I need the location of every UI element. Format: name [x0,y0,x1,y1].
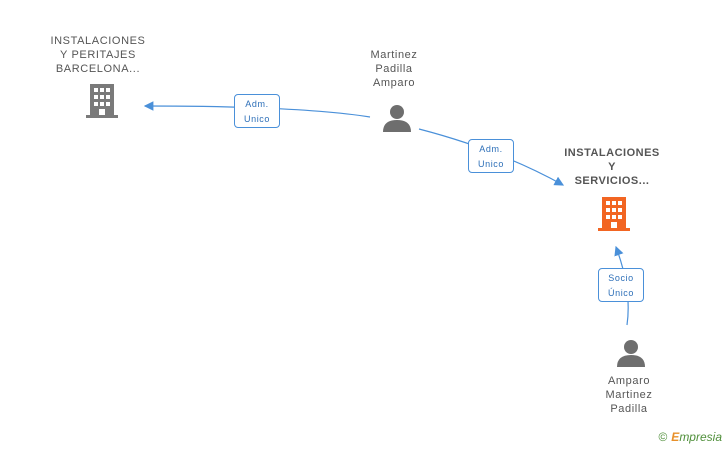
company-barcelona-line1: INSTALACIONES [50,35,146,47]
edge-label-line2: Unico [477,159,504,169]
person-icon[interactable] [382,104,412,132]
person-martinez-line1: Martinez [370,49,418,61]
edge-label-line2: Unico [243,114,270,124]
edge-label-line2: Único [607,288,634,298]
company-barcelona-line2: Y PERITAJES [60,49,136,61]
person-martinez-label[interactable]: Martinez Padilla Amparo [354,48,434,90]
person-amparo-line2: Martinez [605,389,653,401]
edge-label-line1: Socio [608,273,634,283]
edge-label-line1: Adm. [245,99,269,109]
person-amparo-line1: Amparo [607,375,651,387]
person-martinez-line2: Padilla [375,63,413,75]
person-amparo-label[interactable]: Amparo Martinez Padilla [589,374,669,416]
edge-label-adm-barcelona[interactable]: Adm. Unico [234,94,280,128]
edge-label-adm-servicios[interactable]: Adm. Unico [468,139,514,173]
company-servicios-line3: SERVICIOS... [574,175,650,187]
company-barcelona-line3: BARCELONA... [55,63,141,75]
building-icon[interactable] [86,84,118,118]
person-amparo-line3: Padilla [610,403,648,415]
company-servicios-label[interactable]: INSTALACIONES Y SERVICIOS... [553,146,671,188]
company-barcelona-label[interactable]: INSTALACIONES Y PERITAJES BARCELONA... [40,34,156,76]
brand-logo-text: mpresia [679,430,722,444]
brand-logo-initial: E [671,430,680,444]
person-martinez-line3: Amparo [372,77,416,89]
company-servicios-line2: Y [608,161,616,173]
edge-label-line1: Adm. [479,144,503,154]
copyright-symbol: © [658,430,668,444]
person-icon[interactable] [616,339,646,367]
building-icon[interactable] [598,197,630,231]
company-servicios-line1: INSTALACIONES [564,147,660,159]
edge-label-socio-servicios[interactable]: Socio Único [598,268,644,302]
brand-footer: ©Empresia [658,430,722,444]
